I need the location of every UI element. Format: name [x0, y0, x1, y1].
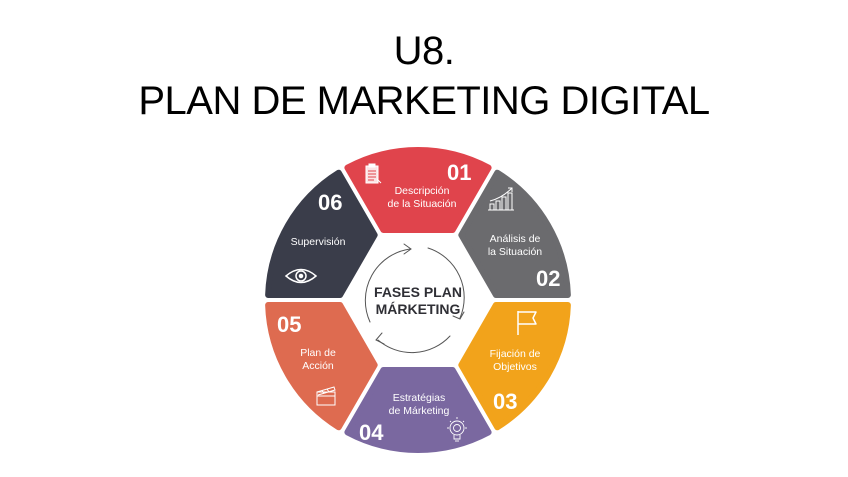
phase-01-number: 01	[447, 160, 471, 185]
phase-01-shape	[344, 147, 492, 233]
phase-05-segment	[265, 302, 378, 431]
phase-03-segment	[458, 302, 571, 431]
phase-03-number: 03	[493, 389, 517, 414]
phase-06-segment	[265, 169, 378, 298]
phase-05-label-line2: Acción	[302, 360, 334, 372]
phase-06-label-line1: Supervisión	[291, 236, 346, 248]
title-main: PLAN DE MARKETING DIGITAL	[138, 79, 710, 123]
lightbulb-gear-icon	[447, 417, 467, 442]
phase-06-shape	[265, 169, 378, 298]
phase-01-segment	[344, 147, 492, 233]
center-title-line1: FASES PLAN	[374, 284, 462, 300]
phase-02-segment	[458, 169, 571, 298]
phase-06-number: 06	[318, 190, 342, 215]
phase-04-segment	[344, 367, 492, 453]
document-icon	[365, 163, 382, 184]
phase-04-label-line2: de Márketing	[389, 405, 450, 417]
phase-02-shape	[458, 169, 571, 298]
phase-02-label-line2: la Situación	[488, 246, 542, 258]
eye-icon	[284, 268, 318, 284]
title-unit: U8.	[393, 29, 455, 73]
phase-04-label-line1: Estratégias	[393, 392, 446, 404]
phase-05-label-line1: Plan de	[300, 347, 336, 359]
center-title-line2: MÁRKETING	[376, 301, 461, 317]
phase-02-label-line1: Análisis de	[490, 233, 541, 245]
phase-02-number: 02	[536, 266, 560, 291]
clapperboard-icon	[316, 386, 336, 406]
phase-05-number: 05	[277, 312, 301, 337]
phase-01-label-line2: de la Situación	[388, 198, 457, 210]
bar-chart-growth-icon	[488, 187, 514, 211]
phase-03-label-line1: Fijación de	[490, 348, 541, 360]
phase-03-label-line2: Objetivos	[493, 361, 537, 373]
flag-icon	[517, 311, 537, 335]
phase-04-number: 04	[359, 420, 384, 445]
cycle-arrows-icon	[364, 243, 465, 354]
phase-04-shape	[344, 367, 492, 453]
phase-05-shape	[265, 302, 378, 431]
phase-01-label-line1: Descripción	[395, 185, 450, 197]
phase-03-shape	[458, 302, 571, 431]
